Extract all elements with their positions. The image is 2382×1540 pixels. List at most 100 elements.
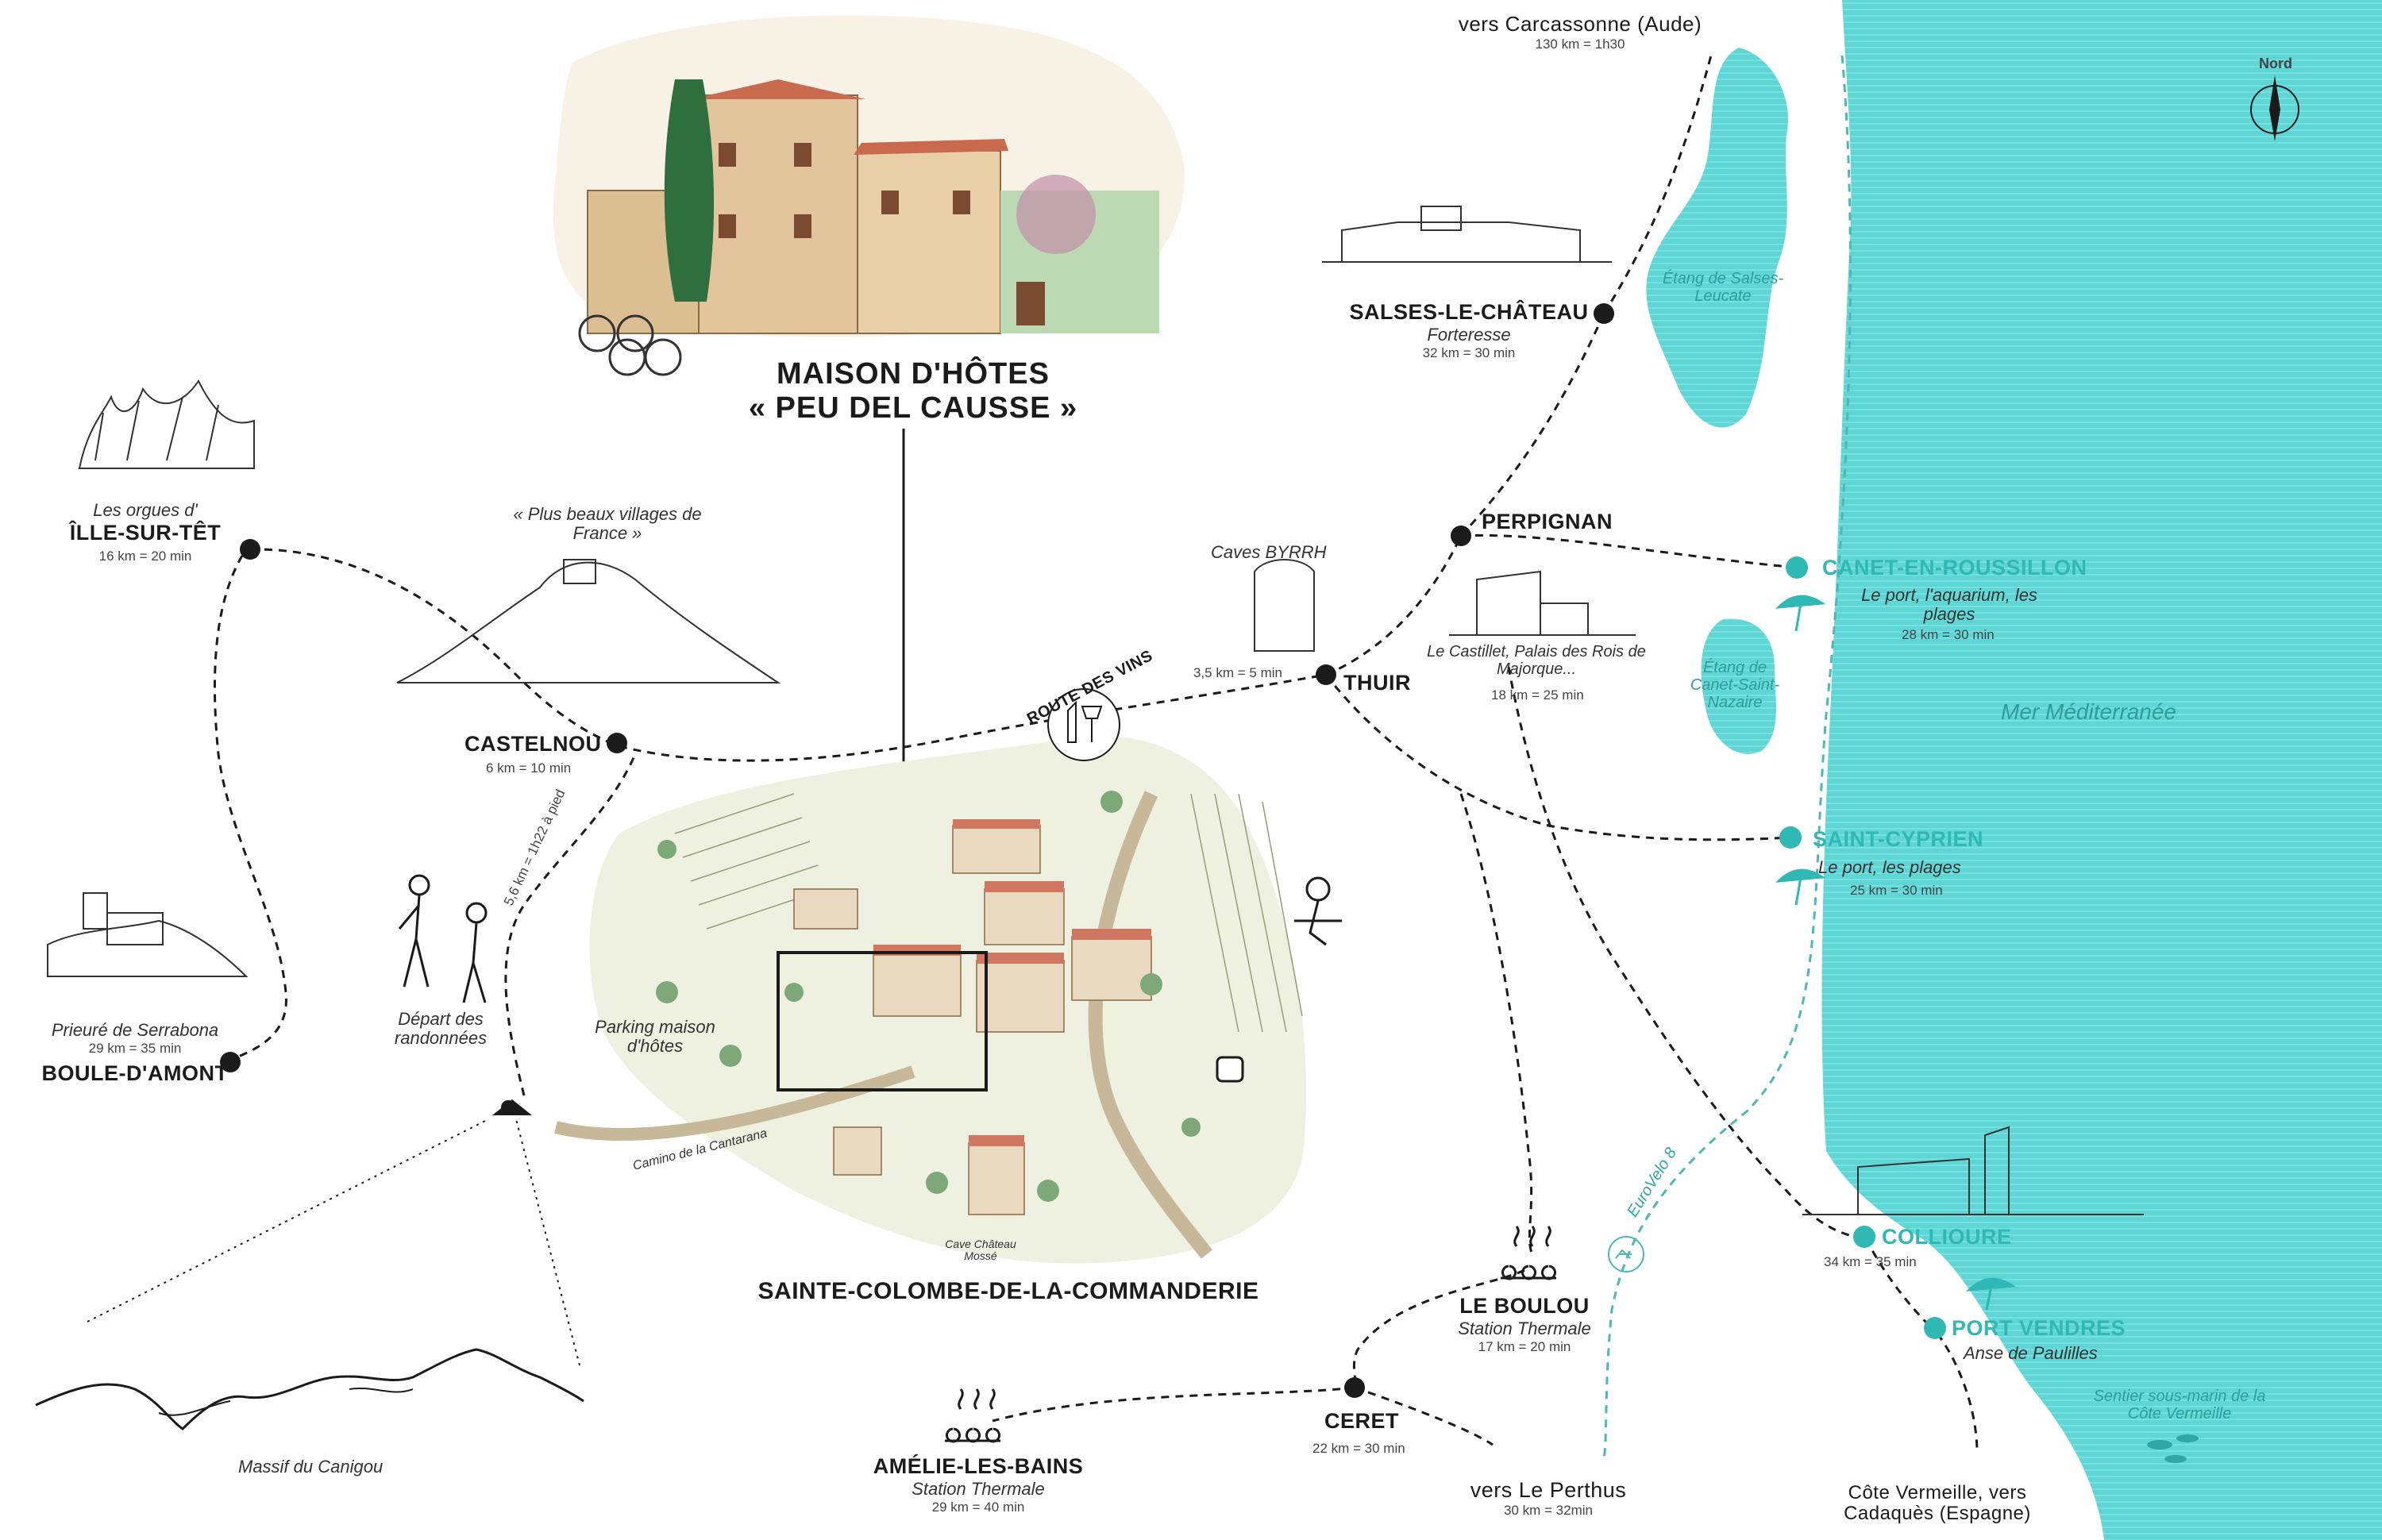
bike-icon — [1608, 1236, 1644, 1272]
stcyprien-marker — [1779, 826, 1802, 849]
sea-label: Mer Méditerranée — [2001, 699, 2176, 724]
byrrh-label: Caves BYRRH — [1211, 542, 1327, 562]
salses-sub: Forteresse — [1427, 325, 1511, 345]
title-line2: « PEU DEL CAUSSE » — [748, 391, 1078, 425]
route-ceret-amelie — [992, 1386, 1355, 1423]
parking-label: Parking maison d'hôtes — [595, 1017, 715, 1057]
salses-dist: 32 km = 30 min — [1422, 345, 1516, 360]
ceret-name: CERET — [1324, 1409, 1400, 1433]
village-illustration — [554, 736, 1307, 1264]
canet-sub: Le port, l'aquarium, les plages — [1861, 585, 2037, 625]
page-title: MAISON D'HÔTES « PEU DEL CAUSSE » — [749, 357, 1077, 425]
route-boulou-ceret — [1352, 1269, 1525, 1388]
sea-area — [1821, 0, 2382, 1540]
stcyprien-dist: 25 km = 30 min — [1850, 883, 1943, 898]
carcassonne-name: vers Carcassonne (Aude) — [1458, 12, 1702, 36]
route-trail — [504, 753, 637, 1096]
thuir-dist: 3,5 km = 5 min — [1193, 665, 1282, 680]
sentier-label: Sentier sous-marin de la Côte Vermeille — [2093, 1388, 2266, 1423]
route-pv-cote — [1936, 1333, 1979, 1453]
canet-name: CANET-EN-ROUSSILLON — [1822, 556, 2087, 579]
amelie-dist: 29 km = 40 min — [931, 1500, 1025, 1515]
ille-dist: 16 km = 20 min — [98, 549, 192, 564]
canigou-mountains — [35, 1348, 584, 1430]
salses-name: SALSES-LE-CHÂTEAU — [1349, 300, 1589, 324]
beach-umbrella-icon — [1775, 595, 2017, 1311]
boulou-group: LE BOULOU Station Thermale 17 km = 20 mi… — [1458, 1294, 1591, 1355]
hikers-illustration — [398, 874, 488, 1003]
spa-icon — [945, 1226, 1556, 1443]
guesthouse-illustration — [553, 15, 1185, 376]
collioure-dist: 34 km = 35 min — [1824, 1254, 1917, 1269]
collioure-marker — [1853, 1226, 1875, 1248]
vintner-illustration — [1294, 876, 1342, 946]
bus-icon — [1216, 1056, 1244, 1083]
salses-group: SALSES-LE-CHÂTEAU Forteresse 32 km = 30 … — [1349, 300, 1588, 361]
ille-group: Les orgues d' ÎLLE-SUR-TÊT 16 km = 20 mi… — [70, 500, 221, 564]
perthus-group: vers Le Perthus 30 km = 32min — [1470, 1478, 1627, 1519]
north-label: Nord — [2259, 56, 2292, 71]
boule-name: BOULE-D'AMONT — [41, 1061, 229, 1085]
castillet-sketch — [1449, 570, 1636, 636]
thuir-name: THUIR — [1343, 671, 1411, 695]
stcyprien-name: SAINT-CYPRIEN — [1813, 827, 1984, 851]
boulou-name: LE BOULOU — [1459, 1294, 1590, 1318]
ille-name: ÎLLE-SUR-TÊT — [69, 521, 222, 545]
perpignan-dist: 18 km = 25 min — [1491, 687, 1584, 703]
canet-dist: 28 km = 30 min — [1902, 627, 1995, 642]
route-thuir-perpignan — [1325, 535, 1463, 676]
etang-salses-shape — [1646, 48, 1788, 428]
etang-salses-label: Étang de Salses-Leucate — [1662, 270, 1784, 305]
portvendres-marker — [1924, 1317, 1946, 1339]
portvendres-name: PORT VENDRES — [1952, 1316, 2126, 1340]
route-thuir-stcyprien — [1324, 674, 1791, 841]
north-arrow-icon — [2250, 75, 2299, 141]
salses-marker — [1594, 303, 1614, 324]
salses-fortress-sketch — [1322, 206, 1612, 263]
ille-pre: Les orgues d' — [93, 500, 198, 520]
perpignan-marker — [1451, 526, 1471, 546]
portvendres-sub: Anse de Paulilles — [1964, 1343, 2098, 1363]
castelnou-sketch — [396, 559, 781, 683]
stcyprien-sub: Le port, les plages — [1818, 857, 1961, 877]
route-ille-castelnou — [249, 548, 620, 748]
route-carcassonne — [1602, 55, 1713, 314]
perthus-name: vers Le Perthus — [1470, 1478, 1627, 1502]
ceret-marker — [1344, 1377, 1365, 1398]
eurovelo-route — [1602, 55, 1852, 1461]
serrabona-sketch — [47, 892, 249, 977]
trail-marker — [501, 1100, 515, 1115]
cave-mosse-label: Cave Château Mossé — [945, 1238, 1016, 1263]
castelnou-note: « Plus beaux villages de France » — [513, 504, 702, 544]
ille-orgues-sketch — [78, 379, 255, 469]
carcassonne-dist: 130 km = 1h30 — [1535, 37, 1625, 52]
perpignan-name: PERPIGNAN — [1482, 510, 1613, 533]
rando-label: Départ des randonnées — [394, 1009, 488, 1049]
route-perpignan-collioure — [1507, 666, 1863, 1240]
boulou-sub: Station Thermale — [1458, 1319, 1591, 1338]
boule-dist: 29 km = 35 min — [88, 1041, 182, 1056]
amelie-name: AMÉLIE-LES-BAINS — [873, 1454, 1084, 1478]
boule-group: Prieuré de Serrabona 29 km = 35 min BOUL… — [42, 1020, 229, 1086]
boule-marker — [220, 1052, 241, 1072]
thuir-marker — [1316, 664, 1336, 685]
etang-canet-label: Étang de Canet-Saint-Nazaire — [1690, 659, 1780, 711]
ceret-dist: 22 km = 30 min — [1312, 1441, 1405, 1456]
castelnou-name: CASTELNOU — [464, 732, 602, 756]
boule-sub: Prieuré de Serrabona — [51, 1020, 219, 1040]
title-line1: MAISON D'HÔTES — [777, 357, 1050, 391]
castelnou-marker — [607, 733, 627, 753]
etang-canet-shape — [1701, 618, 1776, 754]
cote-vermeille-label: Côte Vermeille, vers Cadaquès (Espagne) — [1844, 1482, 2031, 1525]
canet-marker — [1786, 556, 1808, 579]
route-ille-boule — [213, 555, 287, 1061]
canigou-label: Massif du Canigou — [238, 1457, 384, 1476]
boulou-dist: 17 km = 20 min — [1478, 1339, 1571, 1354]
castelnou-dist: 6 km = 10 min — [486, 760, 572, 776]
guesthouse-highlight-box — [777, 951, 988, 1091]
carcassonne-group: vers Carcassonne (Aude) 130 km = 1h30 — [1459, 12, 1702, 52]
fish-icon — [2147, 1434, 2199, 1463]
amelie-sub: Station Thermale — [912, 1479, 1045, 1499]
